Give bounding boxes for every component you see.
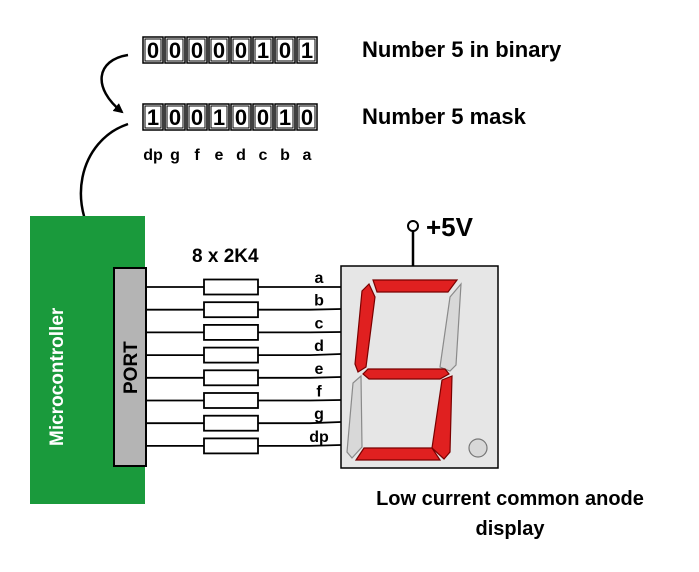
binary-bit-digit: 0	[169, 38, 181, 63]
microcontroller-label: Microcontroller	[47, 307, 68, 446]
line-label: dp	[309, 429, 329, 446]
segment-letter: f	[194, 147, 200, 164]
segment-dp	[468, 438, 488, 458]
binary-bit-digit: 0	[235, 38, 247, 63]
mask-bit-cell-inner	[188, 105, 206, 129]
line-label: f	[316, 384, 322, 401]
resistor	[203, 369, 259, 387]
mask-label: Number 5 mask	[362, 104, 527, 129]
supply-voltage-label: +5V	[426, 212, 474, 242]
supply-terminal-icon	[407, 220, 419, 232]
binary-bit-cell	[208, 36, 230, 64]
segment-d	[354, 447, 442, 461]
binary-bit-cell-inner	[276, 38, 294, 62]
display-caption: Low current common anode display	[330, 484, 690, 544]
binary-bit-cell	[274, 36, 296, 64]
segment-letter: b	[280, 147, 290, 164]
binary-bit-cell-inner	[232, 38, 250, 62]
mask-bit-cell-inner	[144, 105, 162, 129]
resistor	[203, 392, 259, 409]
segment-c	[431, 375, 453, 460]
resistor-array	[203, 278, 259, 455]
resistor	[203, 346, 259, 364]
binary-bit-digit: 0	[147, 38, 159, 63]
binary-bit-cell	[186, 36, 208, 64]
segment-a	[372, 279, 459, 293]
resistor	[203, 301, 259, 319]
binary-bit-digit: 0	[213, 38, 225, 63]
resistor	[203, 278, 259, 296]
mask-bit-cell	[252, 103, 274, 131]
resistor	[203, 323, 259, 341]
port-label: PORT	[121, 341, 142, 394]
binary-bit-cell	[230, 36, 252, 64]
line-label: d	[314, 338, 324, 355]
mask-bit-cell	[164, 103, 186, 131]
resistor-array-label: 8 x 2K4	[192, 246, 259, 267]
line-label: a	[315, 270, 324, 287]
segment-letter: dp	[143, 147, 163, 164]
segment-e	[346, 374, 363, 459]
segment-letter: d	[236, 147, 246, 164]
mask-bit-digit: 0	[191, 105, 203, 130]
mask-bit-digit: 1	[147, 105, 159, 130]
segment-letter: a	[303, 147, 312, 164]
mask-bit-cell-inner	[276, 105, 294, 129]
binary-bit-cell-inner	[144, 38, 162, 62]
mask-bit-cell-inner	[298, 105, 316, 129]
mask-bit-digit: 1	[213, 105, 225, 130]
mask-bit-digit: 0	[301, 105, 313, 130]
mask-bit-cell-inner	[210, 105, 228, 129]
arrow-binary-to-mask	[100, 53, 129, 114]
segment-letter: g	[170, 147, 180, 164]
binary-bit-digit: 1	[257, 38, 269, 63]
mask-bit-digit: 0	[257, 105, 269, 130]
segment-g	[362, 368, 450, 380]
mask-bit-digit: 1	[279, 105, 291, 130]
mask-bit-digit: 0	[169, 105, 181, 130]
binary-bit-cell-inner	[210, 38, 228, 62]
binary-bit-digit: 1	[301, 38, 313, 63]
display-segments	[346, 279, 462, 461]
binary-bit-cell	[252, 36, 274, 64]
binary-bit-cell	[164, 36, 186, 64]
binary-bit-cell	[142, 36, 164, 64]
mask-bit-cell	[208, 103, 230, 131]
binary-bit-cell-inner	[254, 38, 272, 62]
mask-bit-cell	[142, 103, 164, 131]
resistor	[203, 414, 259, 432]
binary-bit-digit: 0	[191, 38, 203, 63]
mask-bit-cell-inner	[254, 105, 272, 129]
segment-letter: e	[215, 147, 224, 164]
mask-bit-cell-inner	[166, 105, 184, 129]
binary-bit-cell-inner	[298, 38, 316, 62]
display-caption-line1: Low current common anode	[376, 488, 644, 510]
line-label: g	[314, 406, 324, 423]
binary-bit-cell-inner	[166, 38, 184, 62]
mask-bit-digit: 0	[235, 105, 247, 130]
line-label: e	[315, 361, 324, 378]
line-label: c	[315, 315, 324, 332]
line-label: b	[314, 293, 324, 310]
segment-letter: c	[259, 147, 268, 164]
port-block	[113, 267, 147, 467]
display-caption-line2: display	[475, 518, 545, 540]
binary-bit-cell	[296, 36, 318, 64]
mask-bit-cell	[230, 103, 252, 131]
mask-bit-cell-inner	[232, 105, 250, 129]
segment-f	[354, 282, 376, 373]
mask-bit-cell	[274, 103, 296, 131]
binary-label: Number 5 in binary	[362, 37, 562, 62]
binary-bit-cell-inner	[188, 38, 206, 62]
mask-bit-cell	[296, 103, 318, 131]
mask-bit-cell	[186, 103, 208, 131]
resistor	[203, 437, 259, 455]
binary-bit-digit: 0	[279, 38, 291, 63]
